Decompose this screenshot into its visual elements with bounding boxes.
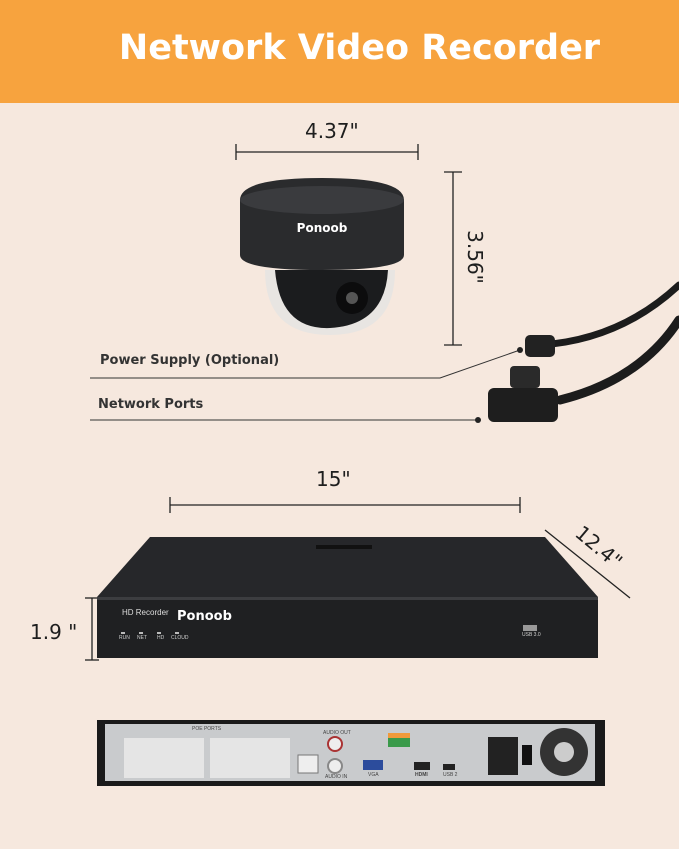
network-ports-label: Network Ports [98,397,204,412]
camera-width-label: 4.37" [305,119,359,143]
hdmi-label: HDMI [415,772,428,778]
nvr-height-dimension [85,597,99,661]
hd-recorder-badge: HD Recorder [122,608,169,617]
vga-label: VGA [368,772,379,778]
nvr-width-label: 15" [316,467,351,491]
power-supply-label: Power Supply (Optional) [100,353,280,368]
svg-text:Ponoob: Ponoob [297,221,348,235]
svg-text:Ponoob: Ponoob [177,609,232,624]
cable-connectors [536,281,679,405]
power-callout-line [90,349,521,379]
dome-camera: Ponoob [240,178,404,335]
page-title: Network Video Recorder [118,28,601,68]
camera-height-dimension [444,171,462,346]
camera-height-label: 3.56" [462,230,487,284]
nvr-front: Ponoob [97,537,598,658]
camera-width-dimension [235,144,419,160]
poe-ports [124,738,290,778]
nvr-width-dimension [169,497,521,513]
header-banner [0,0,679,103]
nvr-depth-dimension [544,529,631,599]
audio-in-label: AUDIO IN [325,774,348,780]
led-label-cloud: CLOUD [171,635,189,641]
usb2-port-label: USB 2 [443,772,458,778]
poe-ports-label: POE PORTS [192,726,222,732]
led-label-run: RUN [119,635,130,641]
audio-out-label: AUDIO OUT [323,730,351,736]
led-label-hd: HD [157,635,165,641]
led-label-net: NET [137,635,147,641]
nvr-height-label: 1.9 " [30,620,78,644]
usb3-port-label: USB 3.0 [522,632,541,638]
nvr-rear-panel [97,720,605,786]
